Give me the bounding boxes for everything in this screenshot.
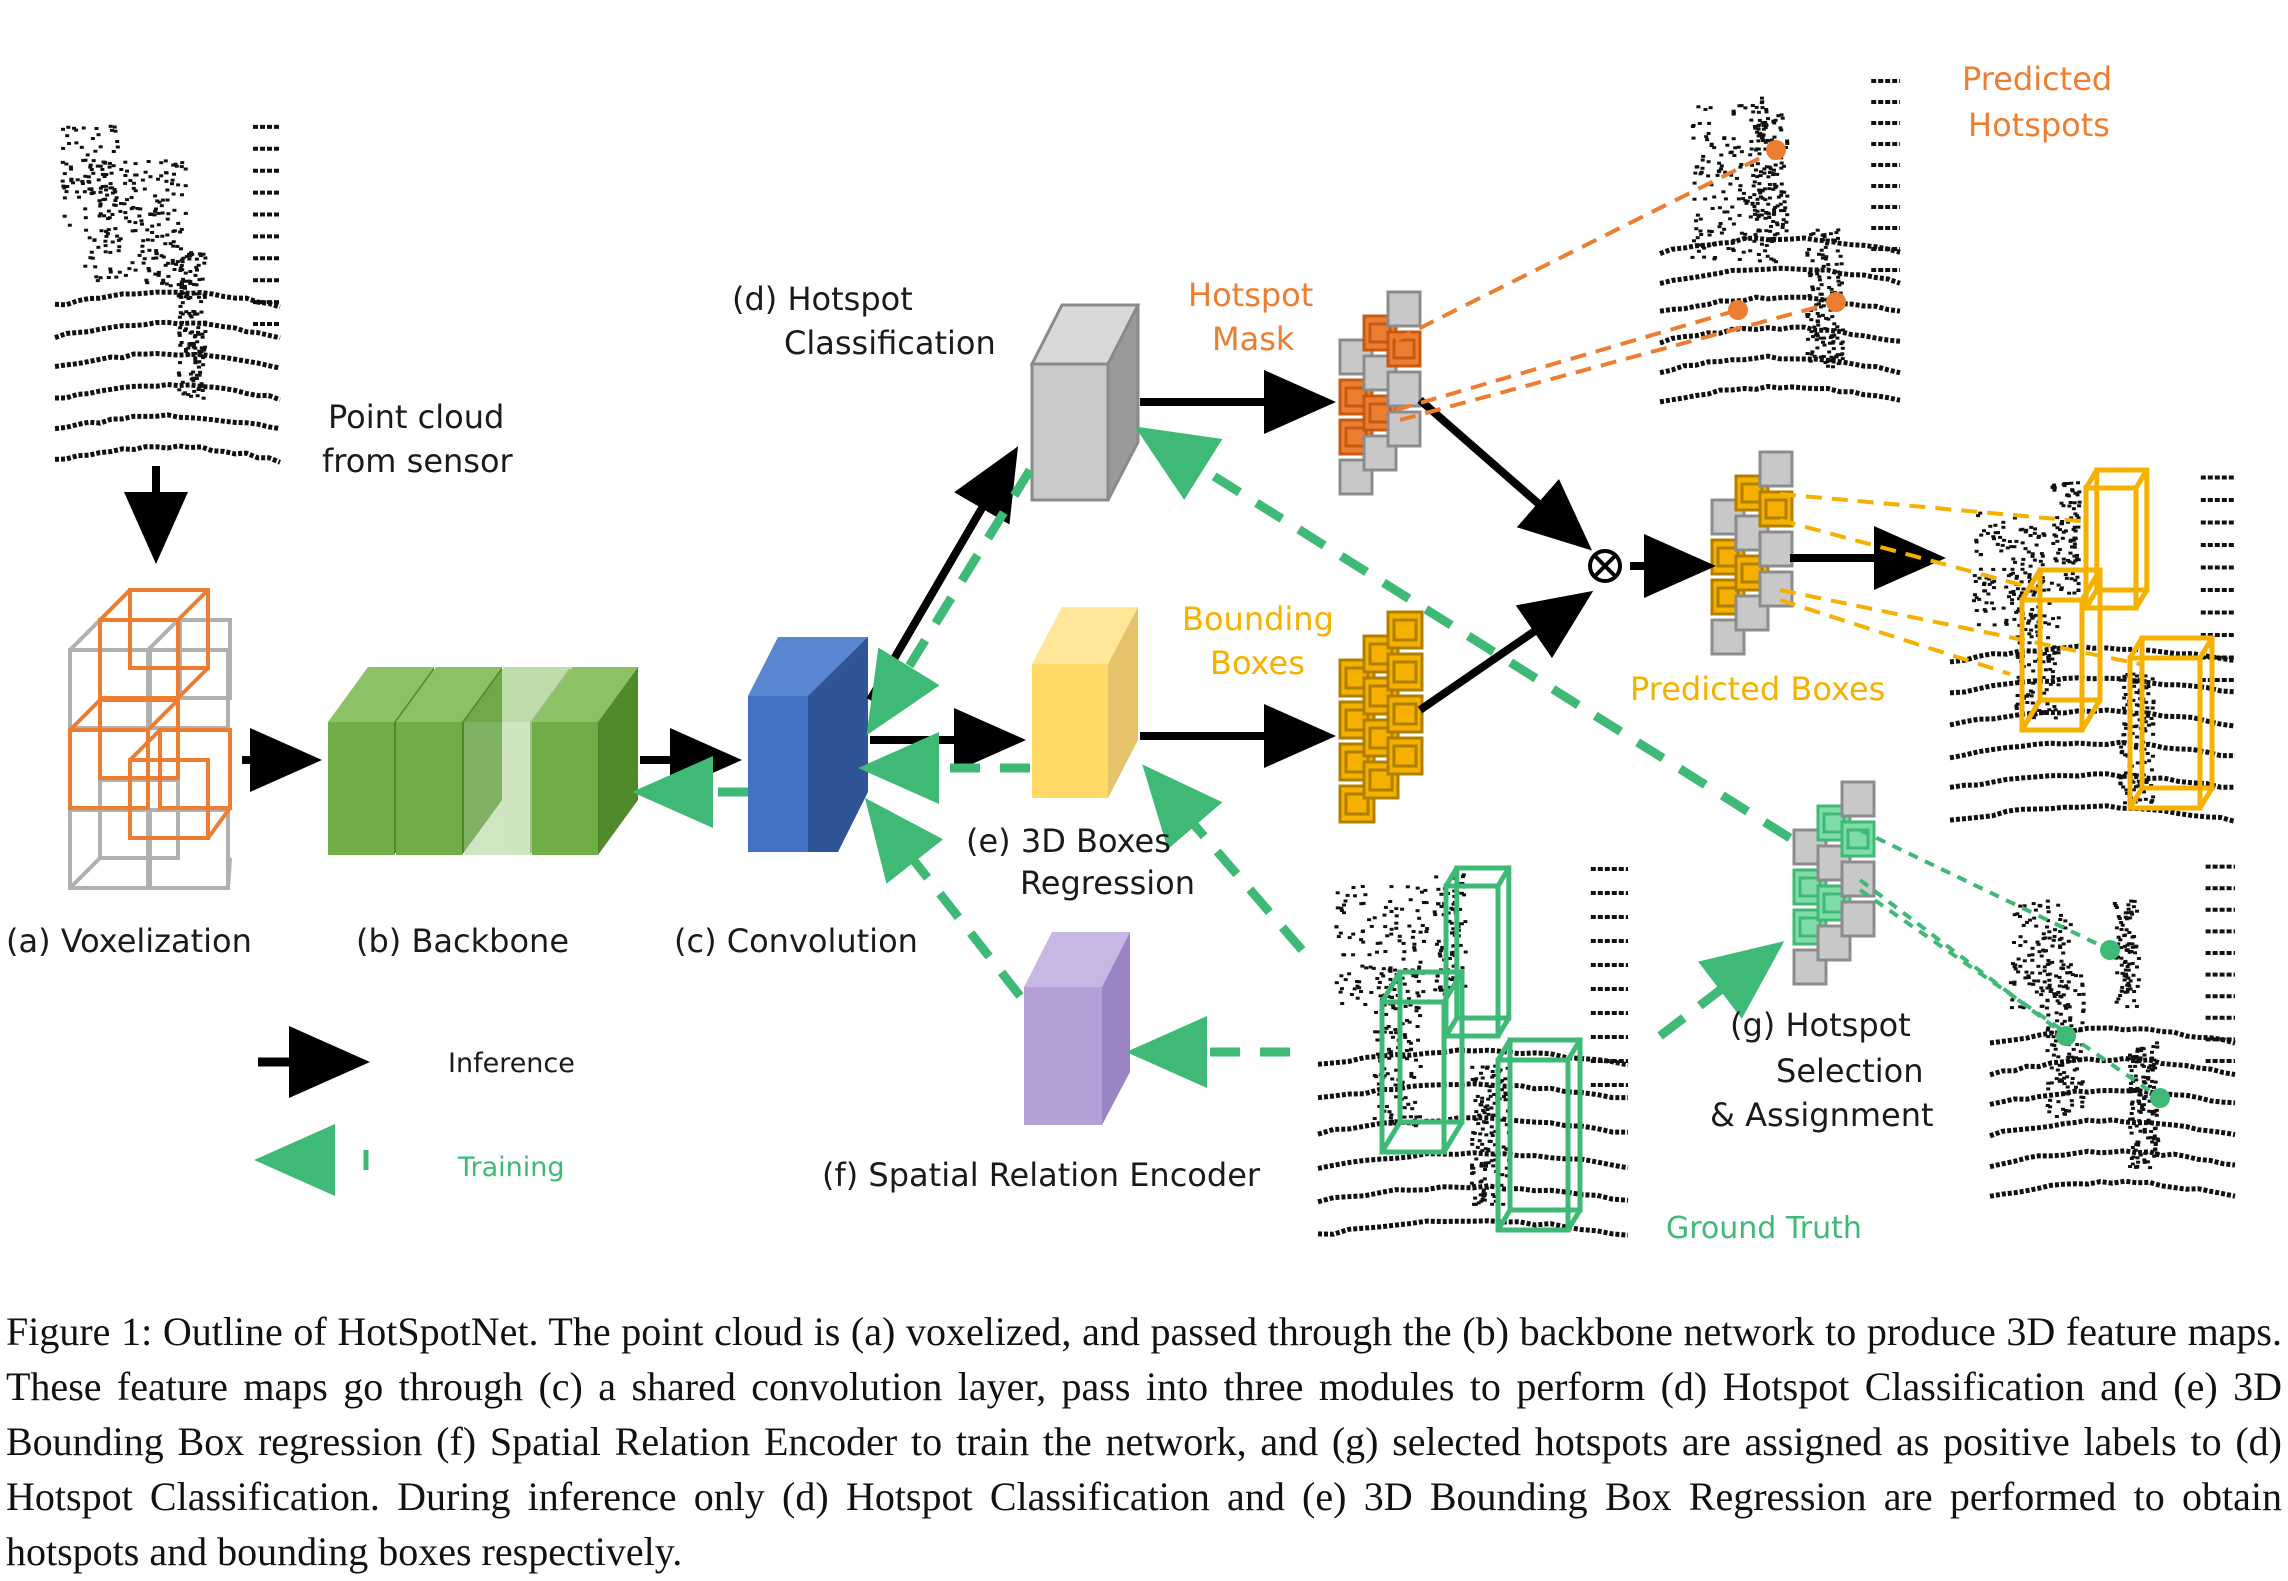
selected-hotspots-image (1989, 864, 2236, 1199)
hotspot-mask-label: Hotspot (1188, 276, 1313, 314)
figure-caption: Figure 1: Outline of HotSpotNet. The poi… (6, 1309, 2282, 1574)
hotspot-selection-grid (1792, 780, 1876, 986)
boxes-regression-block (1032, 607, 1138, 798)
hotspot-selection-label-3: & Assignment (1710, 1096, 1934, 1134)
circle-times-icon (1588, 549, 1622, 583)
voxelization-label: (a) Voxelization (6, 922, 252, 960)
predicted-hotspots-label: Predicted (1962, 60, 2112, 98)
point-cloud-input-image (54, 124, 281, 465)
hotspot-classification-label-2: Classification (784, 324, 996, 362)
bounding-boxes-grid (1338, 610, 1424, 824)
diagram-labels: (a) Voxelization (b) Backbone (c) Convol… (6, 60, 2112, 1246)
hotspot-connectors (1395, 150, 1837, 422)
training-arrows (632, 426, 1793, 1088)
hotspot-mask-label-2: Mask (1212, 320, 1295, 358)
ground-truth-image (1317, 865, 1629, 1238)
boxes-regression-label: (e) 3D Boxes (966, 822, 1171, 860)
point-cloud-label-2: from sensor (322, 442, 514, 480)
hotspot-classification-label: (d) Hotspot (732, 280, 913, 318)
inference-legend-label: Inference (448, 1048, 575, 1079)
hotspot-classification-block (1029, 303, 1141, 502)
predicted-boxes-grid (1710, 450, 1794, 656)
selected-hotspot-points (2056, 940, 2170, 1108)
bounding-boxes-label-2: Boxes (1210, 644, 1305, 682)
spatial-relation-encoder-block (1024, 932, 1130, 1125)
selection-connectors (1858, 828, 2162, 1100)
hotspot-points (1728, 140, 1846, 320)
predicted-hotspots-label-2: Hotspots (1968, 106, 2110, 144)
bounding-boxes-label: Bounding (1182, 600, 1334, 638)
hotspot-mask-grid (1338, 290, 1422, 496)
predicted-boxes-image (1949, 467, 2236, 824)
ground-truth-label: Ground Truth (1666, 1211, 1862, 1246)
backbone-label: (b) Backbone (356, 922, 569, 960)
training-legend-label: Training (457, 1152, 565, 1183)
predicted-boxes-label: Predicted Boxes (1630, 670, 1885, 708)
predicted-hotspots-image (1659, 79, 1901, 405)
convolution-block (748, 637, 868, 852)
boxes-regression-label-2: Regression (1020, 864, 1195, 902)
hotspot-selection-label-2: Selection (1776, 1052, 1923, 1090)
voxel-grid (68, 588, 232, 890)
backbone-block (532, 667, 638, 855)
legend: Inference Training (254, 1026, 575, 1196)
hotspot-selection-label: (g) Hotspot (1730, 1006, 1911, 1044)
point-cloud-label: Point cloud (328, 398, 504, 436)
spatial-relation-encoder-label: (f) Spatial Relation Encoder (822, 1156, 1261, 1194)
convolution-label: (c) Convolution (674, 922, 918, 960)
predicted-box-connectors (1779, 492, 2141, 676)
backbone-blocks (328, 667, 638, 855)
